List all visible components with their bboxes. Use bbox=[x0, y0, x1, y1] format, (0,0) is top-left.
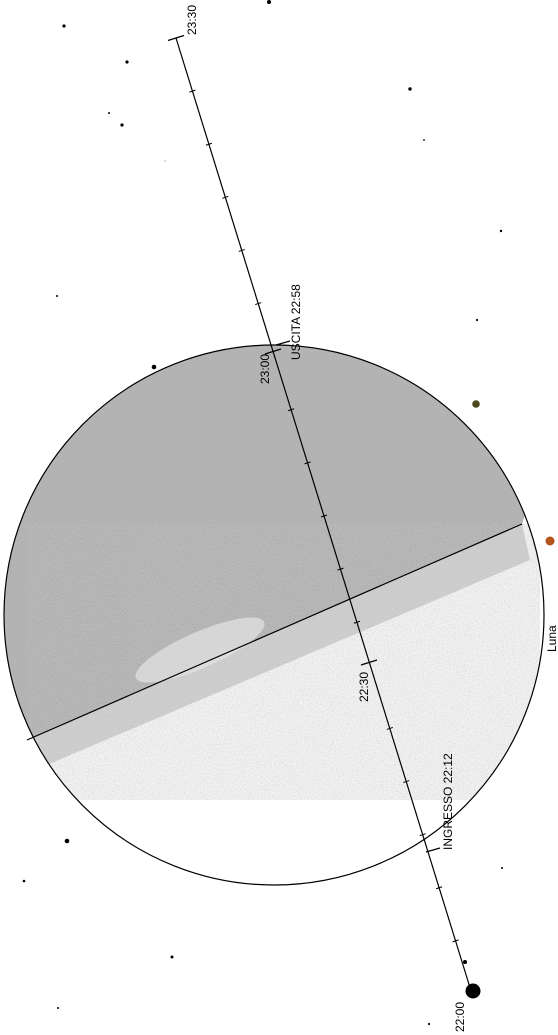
minor-tick bbox=[205, 142, 213, 146]
time-label-2300: 23:00 bbox=[258, 354, 272, 384]
egress-marker bbox=[275, 340, 291, 346]
planet-orange-dot bbox=[545, 536, 555, 546]
egress-label: USCITA 22:58 bbox=[289, 284, 303, 360]
minor-tick bbox=[320, 514, 328, 518]
terminator-glow bbox=[135, 617, 265, 683]
minor-tick bbox=[435, 886, 443, 890]
minor-tick bbox=[189, 89, 196, 93]
ingress-marker bbox=[425, 847, 441, 853]
major-tick bbox=[360, 659, 378, 666]
minor-tick bbox=[403, 780, 410, 784]
moon-outline bbox=[3, 344, 545, 886]
moon-shadow-side bbox=[4, 345, 544, 760]
minor-tick bbox=[222, 195, 229, 199]
minor-tick bbox=[287, 408, 295, 412]
major-tick bbox=[264, 348, 282, 355]
star bbox=[408, 87, 412, 91]
terminator-line bbox=[26, 523, 523, 741]
time-label-2200: 22:00 bbox=[453, 1002, 467, 1032]
star bbox=[170, 955, 174, 959]
major-tick bbox=[167, 34, 185, 42]
planet-olive-dot bbox=[472, 400, 480, 408]
star bbox=[423, 139, 425, 141]
star bbox=[62, 24, 66, 28]
minor-tick bbox=[337, 567, 344, 571]
moon-disc bbox=[3, 344, 545, 886]
path-ticks bbox=[189, 89, 459, 943]
time-label-2330: 23:30 bbox=[185, 5, 199, 35]
star bbox=[501, 867, 503, 869]
star bbox=[151, 364, 157, 370]
star bbox=[427, 1022, 431, 1026]
star bbox=[22, 879, 26, 883]
minor-tick bbox=[452, 939, 459, 943]
minor-tick bbox=[353, 620, 361, 624]
minor-tick bbox=[255, 302, 262, 306]
star bbox=[164, 160, 166, 162]
moon-label: Luna bbox=[545, 625, 558, 652]
star bbox=[267, 0, 271, 4]
occultation-path bbox=[167, 34, 481, 999]
minor-tick bbox=[419, 833, 426, 837]
background-stars bbox=[22, 0, 503, 1026]
star bbox=[64, 838, 70, 844]
star bbox=[475, 318, 479, 322]
minor-tick bbox=[386, 726, 393, 730]
star bbox=[56, 295, 58, 297]
star bbox=[120, 123, 124, 127]
object-position-dot bbox=[463, 960, 467, 964]
ingress-label: INGRESSO 22:12 bbox=[441, 753, 455, 850]
star bbox=[108, 112, 110, 114]
minor-tick bbox=[304, 461, 311, 465]
time-label-2230: 22:30 bbox=[357, 672, 371, 702]
star bbox=[57, 1007, 59, 1009]
star bbox=[499, 229, 503, 233]
star bbox=[125, 60, 129, 64]
occulted-star bbox=[465, 983, 481, 999]
minor-tick bbox=[238, 248, 245, 252]
terminator-grain-soft bbox=[27, 524, 530, 770]
